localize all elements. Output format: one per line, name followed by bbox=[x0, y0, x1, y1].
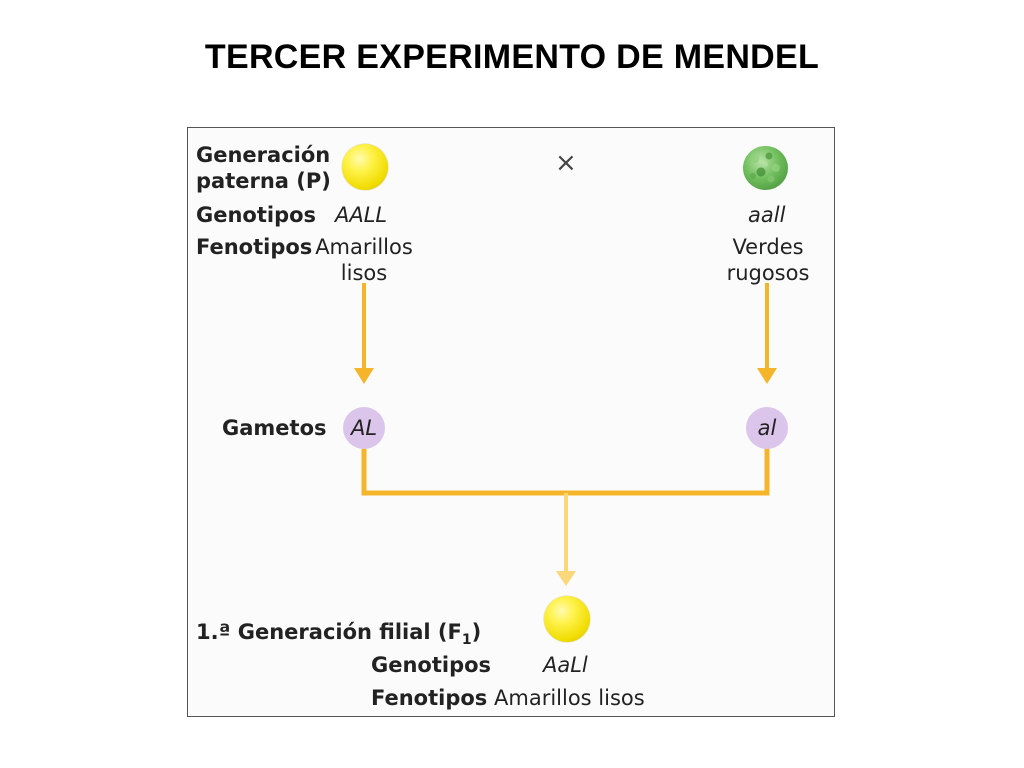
left-parent-phenotype: Amarillos lisos bbox=[315, 235, 413, 285]
green-wrinkled-seed-icon bbox=[743, 146, 788, 190]
yellow-smooth-seed-icon bbox=[342, 144, 388, 190]
parental-generation-label: Generación paterna (P) bbox=[196, 143, 331, 193]
cross-symbol: × bbox=[555, 148, 577, 178]
f1-generation-label: 1.ª Generación filial (F1) bbox=[196, 620, 482, 649]
mendel-cross-diagram: Generación paterna (P) × Genotipos AALL … bbox=[187, 127, 835, 717]
gametes-label: Gametos bbox=[222, 416, 327, 440]
parental-genotype-label: Genotipos bbox=[196, 203, 317, 227]
cross-arrows bbox=[354, 283, 777, 586]
gamete-right: al bbox=[746, 407, 788, 449]
f1-genotype: AaLl bbox=[543, 653, 588, 677]
f1-phenotype: Amarillos lisos bbox=[494, 686, 645, 710]
f1-phenotype-label: Fenotipos bbox=[371, 686, 488, 710]
left-parent-genotype: AALL bbox=[335, 203, 388, 227]
arrowhead-left-parent bbox=[354, 368, 374, 384]
gamete-join-bracket bbox=[361, 448, 770, 496]
page-title: TERCER EXPERIMENTO DE MENDEL bbox=[204, 38, 820, 76]
f1-genotype-label: Genotipos bbox=[371, 653, 492, 677]
parental-phenotype-label: Fenotipos bbox=[196, 235, 313, 259]
arrowhead-to-f1 bbox=[556, 571, 576, 586]
gamete-left: AL bbox=[343, 407, 385, 449]
right-parent-genotype: aall bbox=[748, 203, 786, 227]
arrowhead-right-parent bbox=[757, 368, 777, 384]
right-parent-phenotype: Verdes rugosos bbox=[726, 235, 810, 285]
wrinkle-texture-icon bbox=[750, 152, 780, 183]
f1-yellow-smooth-seed-icon bbox=[544, 596, 590, 642]
